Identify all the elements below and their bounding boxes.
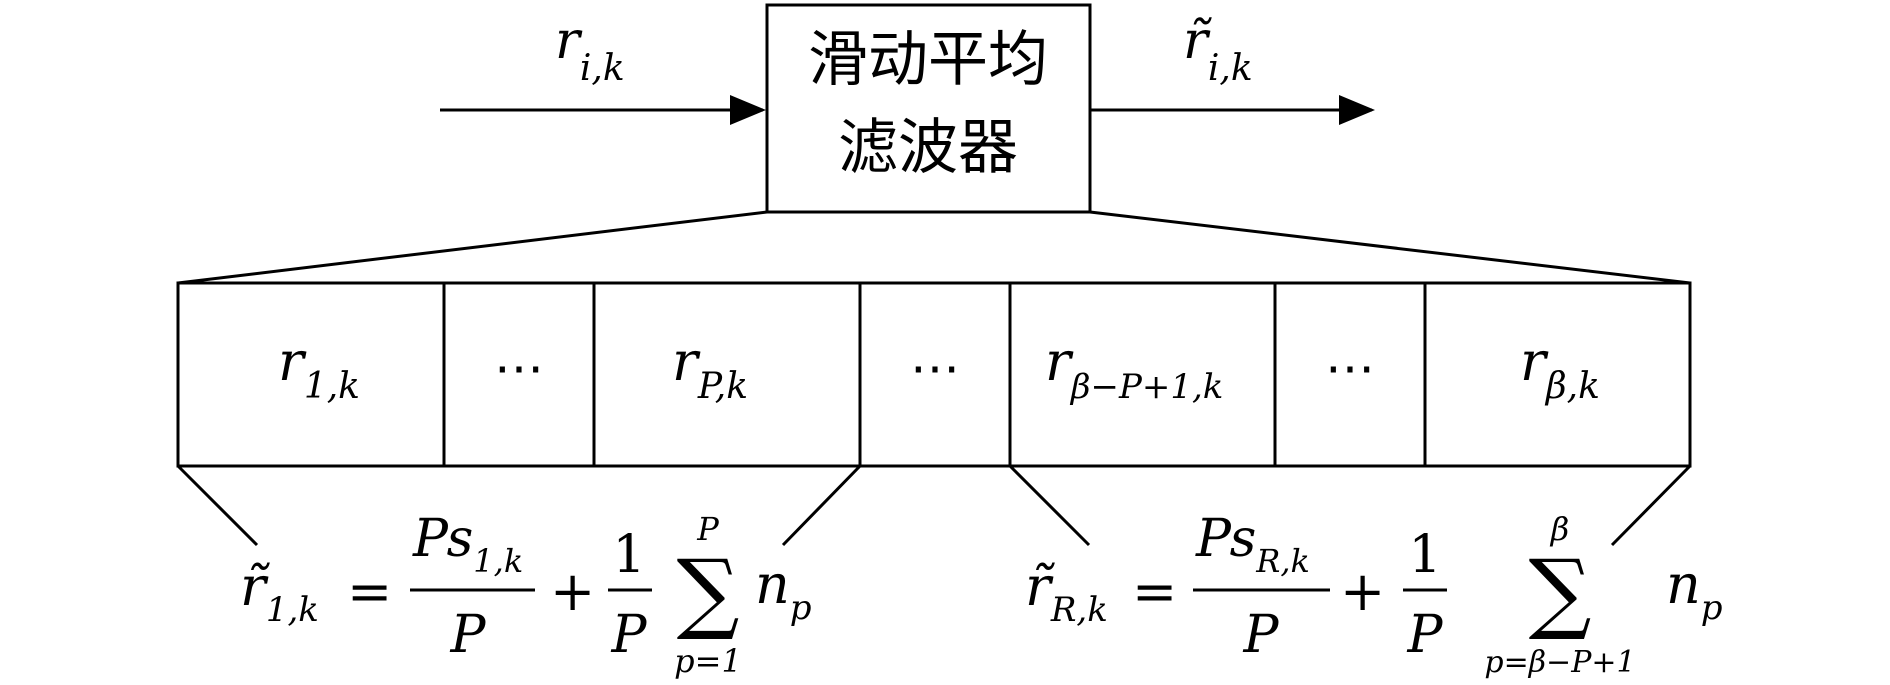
formula-left-equals: = [347, 560, 392, 623]
expand-line-right [1089, 210, 1691, 285]
formula-right-frac2-den: P [1407, 605, 1444, 665]
formula-right-frac2-num: 1 [1408, 525, 1441, 585]
formula-right-frac1-den: P [1243, 605, 1280, 665]
formula-left: r̃1,k = Ps1,k P + 1 P P ∑ p=1 np [240, 509, 812, 680]
filter-label-line1: 滑动平均 [808, 25, 1048, 95]
formula-left-sum-symbol: ∑ [677, 540, 740, 643]
cell-r-beta-k: rβ,k [1520, 330, 1600, 407]
brace-left-2 [781, 464, 862, 547]
brace-left-1 [176, 464, 259, 547]
formula-left-lhs: r̃1,k [240, 555, 319, 630]
expand-line-left [177, 210, 768, 285]
formula-left-frac1-num: Ps1,k [412, 509, 523, 580]
formula-right-sum-symbol: ∑ [1529, 540, 1592, 643]
formula-right-equals: = [1132, 560, 1177, 623]
formula-left-frac1-den: P [450, 605, 487, 665]
formula-right-sum-upper: β [1550, 510, 1570, 548]
cell-r-beta-p-plus-1-k: rβ−P+1,k [1045, 330, 1223, 407]
output-label: r̃i,k [1183, 11, 1253, 89]
cell-ellipsis: ⋯ [1325, 339, 1375, 397]
formula-left-plus: + [550, 560, 595, 623]
formula-left-frac2-den: P [611, 605, 648, 665]
cell-ellipsis: ⋯ [494, 339, 544, 397]
cell-ellipsis: ⋯ [910, 339, 960, 397]
cell-r-pk: rP,k [672, 330, 748, 407]
formula-left-sum-lower: p=1 [674, 642, 742, 680]
formula-left-frac2-num: 1 [612, 525, 645, 585]
formula-right-frac1-num: PsR,k [1195, 509, 1310, 580]
brace-right-1 [1008, 464, 1091, 547]
window-box [176, 281, 1692, 468]
filter-block [765, 3, 1092, 214]
formula-right-sum-lower: p=β−P+1 [1484, 645, 1635, 680]
cell-r-1k: r1,k [278, 330, 360, 407]
filter-label-line2: 滤波器 [838, 113, 1018, 183]
formula-left-sum-upper: P [696, 510, 719, 548]
formula-right-term: np [1666, 553, 1723, 628]
formula-right: r̃R,k = PsR,k P + 1 P β ∑ p=β−P+1 np [1025, 509, 1723, 680]
input-label: ri,k [555, 11, 625, 89]
formula-left-term: np [755, 553, 812, 628]
brace-right-2 [1610, 464, 1692, 547]
formula-right-plus: + [1340, 560, 1385, 623]
formula-right-lhs: r̃R,k [1025, 555, 1108, 630]
